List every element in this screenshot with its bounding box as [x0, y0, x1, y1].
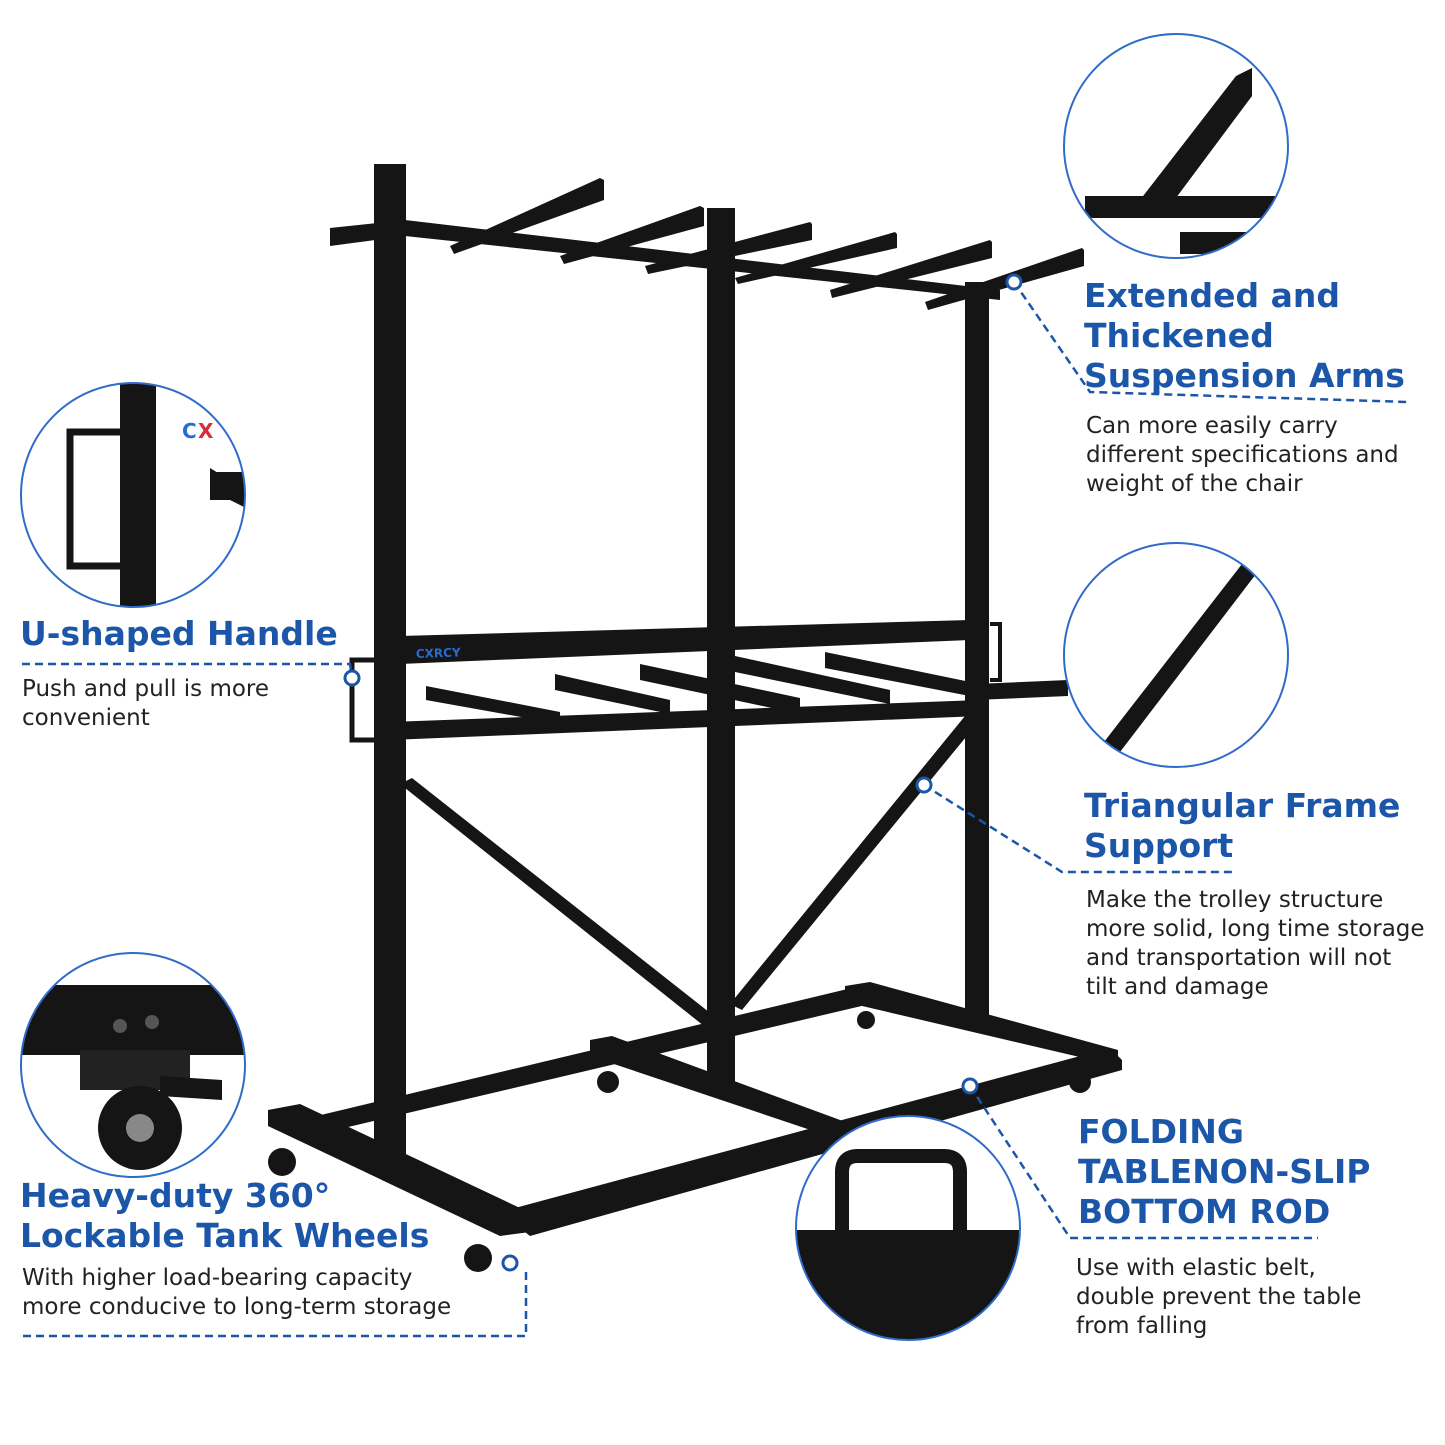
arms-title-line: Thickened: [1084, 316, 1274, 355]
wheels-description: With higher load-bearing capacity more c…: [22, 1264, 451, 1322]
triangle-desc-line: and transportation will not: [1086, 945, 1392, 971]
handle-title: U-shaped Handle: [20, 614, 338, 654]
callout-leaders: [22, 281, 1409, 1338]
rod-description: Use with elastic belt, double prevent th…: [1076, 1254, 1361, 1341]
main-u-handle: [349, 657, 380, 743]
wheel-detail-image: [20, 952, 246, 1178]
callout-anchors: [343, 273, 1023, 1272]
cart-frame: [268, 164, 1122, 1272]
rod-desc-line: double prevent the table: [1076, 1284, 1362, 1310]
rod-title: FOLDING TABLENON-SLIP BOTTOM ROD: [1078, 1112, 1370, 1232]
triangle-title: Triangular Frame Support: [1084, 786, 1400, 866]
arms-title-line: Extended and: [1084, 276, 1340, 315]
triangle-desc-line: tilt and damage: [1086, 974, 1269, 1000]
brace-detail-image: [1063, 542, 1289, 768]
handle-desc-line: Push and pull is more: [22, 676, 270, 702]
handle-desc-line: convenient: [22, 705, 150, 731]
wheels-desc-line: more conducive to long-term storage: [22, 1294, 452, 1320]
triangle-title-line: Support: [1084, 826, 1234, 865]
rod-desc-line: from falling: [1076, 1313, 1208, 1339]
arms-desc-line: Can more easily carry: [1086, 413, 1338, 439]
arms-detail-image: [1063, 33, 1289, 259]
arms-desc-line: different specifications and: [1086, 442, 1399, 468]
triangle-description: Make the trolley structure more solid, l…: [1086, 886, 1425, 1002]
svg-text:X: X: [198, 419, 214, 443]
wheels-title-line: Heavy-duty 360°: [20, 1176, 331, 1215]
rod-detail-image: [795, 1115, 1021, 1341]
arms-title-line: Suspension Arms: [1084, 356, 1405, 395]
arms-desc-line: weight of the chair: [1086, 471, 1303, 497]
triangle-desc-line: Make the trolley structure: [1086, 887, 1384, 913]
wheels-desc-line: With higher load-bearing capacity: [22, 1265, 413, 1291]
triangle-title-line: Triangular Frame: [1084, 786, 1401, 825]
handle-detail-image: C X: [20, 382, 246, 608]
handle-title-line: U-shaped Handle: [20, 614, 338, 653]
rod-desc-line: Use with elastic belt,: [1076, 1255, 1316, 1281]
triangle-desc-line: more solid, long time storage: [1086, 916, 1425, 942]
rod-title-line: TABLENON-SLIP: [1078, 1152, 1371, 1191]
wheels-title: Heavy-duty 360° Lockable Tank Wheels: [20, 1176, 429, 1256]
svg-text:C: C: [182, 419, 197, 443]
wheels-title-line: Lockable Tank Wheels: [20, 1216, 430, 1255]
handle-description: Push and pull is more convenient: [22, 675, 269, 733]
arms-description: Can more easily carry different specific…: [1086, 412, 1399, 499]
arms-title: Extended and Thickened Suspension Arms: [1084, 276, 1405, 396]
rod-title-line: FOLDING: [1078, 1112, 1244, 1151]
cart-logo: CXRCY: [416, 645, 462, 661]
rod-title-line: BOTTOM ROD: [1078, 1192, 1331, 1231]
